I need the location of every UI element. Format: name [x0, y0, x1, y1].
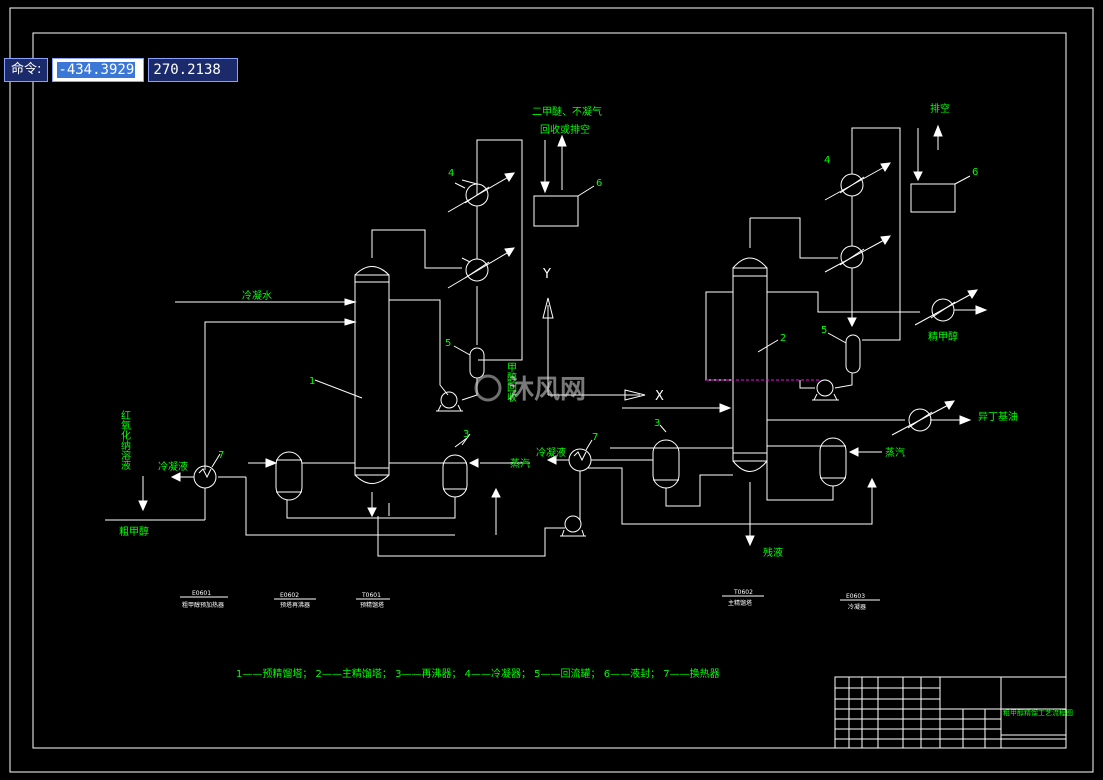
eqnum-7: 7	[218, 450, 224, 461]
watermark-text: 沐风网	[508, 375, 586, 405]
exchanger-7-right	[568, 448, 592, 472]
pump-left-top	[440, 391, 458, 409]
seal-6-right	[910, 183, 956, 213]
tag-name-e0602: 预塔再沸器	[280, 601, 310, 609]
tag-code-e0601: E0601	[192, 590, 211, 597]
label-condensate-left: 冷凝液	[158, 460, 188, 473]
column-1	[354, 274, 390, 476]
column-1-bottom	[354, 474, 390, 484]
label-steam-left: 蒸汽	[510, 457, 530, 470]
watermark: 沐风网	[474, 374, 586, 405]
coordinate-x-input[interactable]: -434.3929	[52, 58, 145, 82]
tag-code-t0602: T0602	[733, 589, 753, 596]
tag-name-e0603: 冷凝器	[848, 603, 866, 611]
column-1-top	[354, 266, 390, 276]
eqnum-6: 6	[596, 178, 602, 189]
label-steam-right: 蒸汽	[885, 446, 905, 459]
eqnum-4b: 4	[824, 155, 830, 166]
coordinate-y-input[interactable]: 270.2138	[148, 58, 239, 82]
inner-frame	[32, 32, 1067, 749]
column-2	[732, 267, 768, 462]
eqnum-4: 4	[448, 168, 454, 179]
coordinate-x-value: -434.3929	[57, 62, 136, 78]
reboiler-3-right-b	[819, 437, 847, 487]
vessel-e0602	[275, 451, 303, 501]
process-labels: 二甲醚、不凝气 回收或排空 排空 冷凝水 冷凝液 粗甲醇 蒸汽 冷凝液 蒸汽 精…	[119, 102, 1018, 559]
eqnum-5: 5	[445, 338, 451, 349]
label-recovery-vertical: 甲醇回收	[505, 362, 517, 403]
command-bar: 命令: -434.3929 270.2138	[4, 58, 239, 82]
outer-frame	[9, 7, 1094, 773]
label-refined-methanol: 精甲醇	[928, 330, 958, 343]
label-vent-right: 排空	[930, 102, 950, 115]
pump-right	[816, 379, 834, 397]
equipment-numbers: 1 2 3 3 4 4 5 5 6 6 7 7	[218, 155, 978, 461]
label-fusel-oil: 异丁基油	[978, 410, 1018, 423]
label-crude-methanol: 粗甲醇	[119, 525, 149, 538]
eqnum-3b: 3	[654, 418, 660, 429]
tag-code-e0602: E0602	[280, 592, 299, 599]
equipment-tags: E0601 粗甲醇预加热器 E0602 预塔再沸器 T0601 预精馏塔 T06…	[182, 589, 866, 611]
label-vent-left: 二甲醚、不凝气	[532, 105, 602, 118]
label-vent-left2: 回收或排空	[540, 123, 590, 136]
eqnum-5b: 5	[821, 325, 827, 336]
axis-x-label: X	[655, 389, 664, 404]
tag-name-t0601: 预精馏塔	[360, 601, 384, 609]
reflux-drum-5-right	[845, 334, 861, 374]
column-2-bottom	[732, 460, 768, 472]
eqnum-1: 1	[309, 376, 315, 387]
command-label: 命令:	[4, 58, 49, 82]
reboiler-3-right-a	[652, 439, 680, 489]
process-lines	[105, 124, 1067, 749]
seal-6-left	[533, 195, 579, 227]
label-oxidation-vertical: 红氧化纳溶液	[119, 409, 131, 471]
exchanger-fusel	[908, 408, 932, 432]
reflux-drum-5-left	[469, 347, 485, 379]
legend: 1——预精馏塔； 2——主精馏塔； 3——再沸器； 4——冷凝器； 5——回流罐…	[236, 667, 720, 680]
label-residue: 残液	[763, 546, 783, 559]
eqnum-2: 2	[780, 333, 786, 344]
label-cooling-water: 冷凝水	[242, 289, 272, 302]
eqnum-7b: 7	[592, 432, 598, 443]
axis-y-label: Y	[542, 267, 551, 282]
title-block	[834, 676, 1067, 749]
pump-bottom	[564, 515, 582, 533]
reboiler-3-left	[442, 454, 468, 498]
tag-code-e0603: E0603	[846, 593, 865, 600]
tag-name-t0602: 主精馏塔	[728, 599, 752, 607]
column-2-top	[732, 257, 768, 269]
eqnum-3: 3	[463, 429, 469, 440]
tag-name-e0601: 粗甲醇预加热器	[182, 601, 224, 609]
tag-code-t0601: T0601	[361, 592, 381, 599]
titleblock-title: 粗甲醇精馏工艺流程图	[1003, 708, 1073, 717]
eqnum-6b: 6	[972, 167, 978, 178]
label-condensate-mid: 冷凝液	[536, 446, 566, 459]
